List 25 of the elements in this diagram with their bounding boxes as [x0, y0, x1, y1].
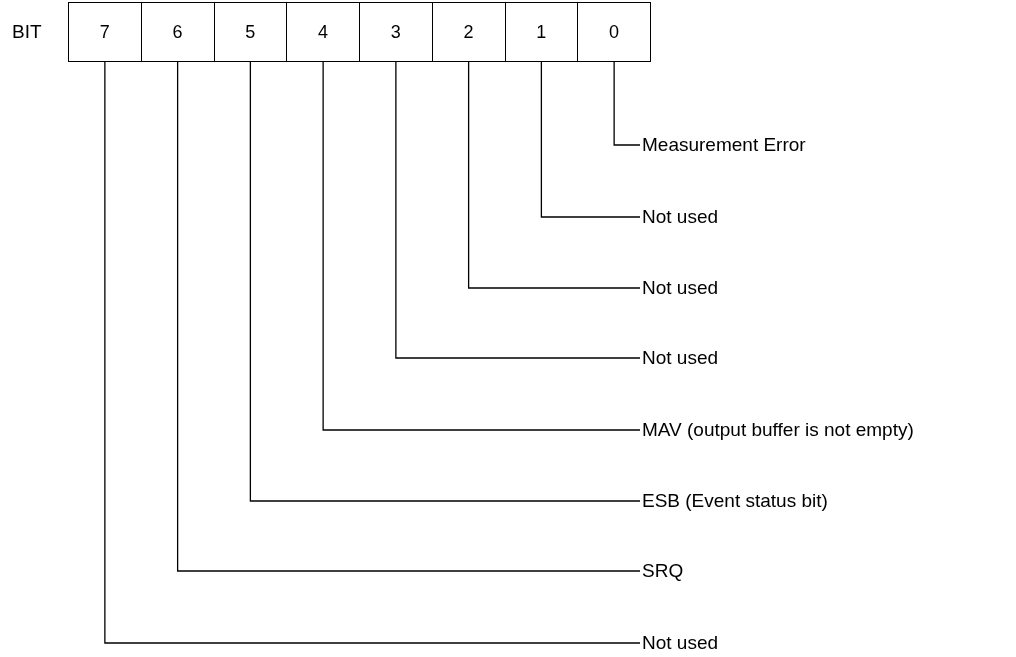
bit-description: Not used: [642, 277, 719, 299]
bit-cell: 0: [577, 2, 651, 62]
bit-description: Not used: [642, 632, 719, 654]
leader-line: [468, 61, 641, 289]
bit-description: Measurement Error: [642, 134, 806, 156]
bit-cell: 6: [140, 2, 215, 62]
bit-description: MAV (output buffer is not empty): [642, 419, 914, 441]
bit-cell: 3: [359, 2, 433, 62]
bit-cell: 2: [431, 2, 506, 62]
bit-description: Not used: [642, 206, 719, 228]
bit-cell: 1: [504, 2, 579, 62]
leader-line: [540, 61, 641, 218]
leader-line: [249, 61, 641, 502]
bit-description: SRQ: [642, 560, 684, 582]
bit-cell: 5: [213, 2, 288, 62]
bit-cell: 4: [286, 2, 360, 62]
leader-line: [104, 61, 641, 644]
bit-description: Not used: [642, 347, 719, 369]
register-label: BIT: [12, 21, 42, 43]
leader-line: [177, 61, 641, 572]
leader-line: [322, 61, 641, 431]
bit-cell: 7: [68, 2, 142, 62]
leader-line: [613, 61, 641, 146]
leader-line: [395, 61, 641, 359]
bit-description: ESB (Event status bit): [642, 490, 828, 512]
